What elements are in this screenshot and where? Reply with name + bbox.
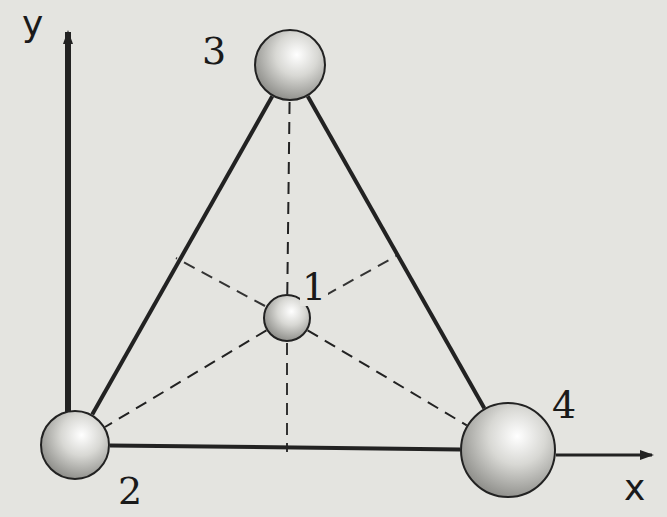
y-axis	[65, 32, 71, 412]
dashed-bond	[105, 330, 266, 427]
axis-label: x	[624, 470, 645, 506]
bond-line	[110, 445, 460, 449]
axis-label: y	[22, 6, 43, 42]
callout-number: 2	[116, 472, 144, 510]
callout-number: 4	[550, 386, 578, 424]
callout-number: 3	[200, 32, 228, 70]
sphere: 4	[460, 402, 556, 498]
bond-line	[92, 96, 272, 414]
sphere: 1	[263, 294, 311, 342]
sphere: 3	[254, 29, 326, 101]
median-line	[176, 258, 265, 306]
dashed-bond	[308, 330, 467, 425]
bond-line	[308, 96, 485, 408]
callout-number: 1	[300, 268, 328, 306]
sphere: 2	[40, 410, 110, 480]
dashed-bond	[287, 101, 289, 294]
x-axis	[556, 454, 652, 457]
median-line	[286, 343, 288, 452]
